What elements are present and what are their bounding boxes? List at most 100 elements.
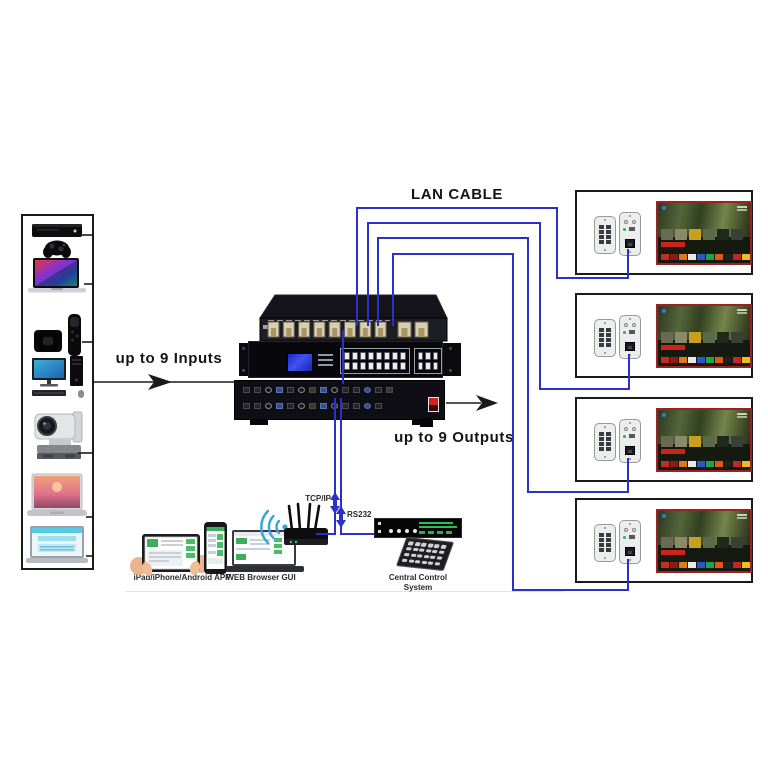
tv-card-tile — [675, 229, 687, 240]
tv-display — [656, 304, 752, 368]
rear-connector — [243, 387, 250, 393]
controller-knob — [397, 529, 401, 533]
tv-profile-icon — [662, 413, 666, 417]
tv-app-tile — [688, 461, 696, 467]
tv-banner — [661, 345, 685, 350]
receiver-back-plate — [594, 423, 616, 461]
switch-ports — [267, 321, 429, 338]
keypad-key — [433, 543, 440, 548]
plate-slot — [599, 432, 604, 436]
tv-app-tile — [715, 461, 723, 467]
function-button — [418, 362, 424, 370]
rear-connector — [364, 403, 371, 409]
function-button — [425, 352, 431, 360]
rear-connector — [243, 403, 250, 409]
plate-slot — [605, 447, 611, 451]
plate-slot — [599, 533, 604, 537]
receiver-back-plate — [594, 524, 616, 562]
control-keypad — [395, 536, 455, 572]
keypad-key — [435, 556, 443, 560]
tv-app-tile — [670, 254, 678, 260]
laptop-presentation-icon — [26, 526, 88, 563]
controller-knob — [413, 529, 417, 533]
tv-banner — [661, 550, 685, 555]
plate-slot — [599, 343, 604, 347]
front-panel-labels — [318, 354, 333, 369]
rj45-port — [625, 547, 635, 556]
input-select-button — [400, 352, 406, 360]
rear-connector — [287, 387, 294, 393]
rj45-port — [625, 239, 635, 248]
tv-card-tile — [731, 229, 743, 240]
plate-slot — [599, 240, 604, 244]
matrix-lcd-display — [287, 353, 313, 372]
keypad-key — [414, 541, 421, 546]
tv-banner — [661, 242, 685, 247]
rear-connector — [331, 403, 338, 409]
input-select-button — [352, 352, 358, 360]
desktop-computer-icon — [32, 356, 84, 398]
keypad-key — [425, 548, 432, 553]
tv-app-tile — [742, 562, 750, 568]
display-zone-2 — [575, 293, 753, 378]
matrix-select-buttons — [340, 348, 410, 374]
tv-card-tile — [689, 332, 701, 343]
web-browser-label: WEB Browser GUI — [226, 573, 296, 582]
tv-card-tile — [675, 436, 687, 447]
rj45-port — [625, 446, 635, 455]
rear-connector — [298, 387, 305, 393]
rear-connector — [309, 387, 316, 393]
tv-app-tile — [733, 461, 741, 467]
rack-foot — [250, 420, 268, 425]
keypad-key — [414, 559, 421, 564]
display-zone-4 — [575, 498, 753, 583]
receiver-led — [623, 331, 626, 334]
tv-screen — [658, 410, 750, 470]
tv-card-tile — [661, 332, 673, 343]
network-switch — [259, 294, 448, 344]
plate-slot — [599, 230, 604, 234]
controller-display-text — [419, 522, 453, 524]
tv-app-tile — [697, 461, 705, 467]
tv-profile-icon — [662, 206, 666, 210]
tv-app-tile — [724, 562, 732, 568]
input-select-button — [376, 352, 382, 360]
tv-card-tile — [703, 332, 715, 343]
tv-card-tile — [675, 537, 687, 548]
output-select-button — [376, 362, 382, 370]
tv-banner — [661, 449, 685, 454]
tv-card-tile — [717, 229, 729, 240]
controller-display-text — [419, 526, 457, 528]
tv-card-tile — [717, 332, 729, 343]
receiver-front-plate — [619, 315, 641, 359]
tv-card-tile — [731, 332, 743, 343]
keypad-key — [407, 541, 414, 546]
keypad-key — [431, 549, 438, 554]
rear-connector — [265, 387, 272, 393]
central-control-label: Central Control System — [388, 573, 448, 592]
plate-slot — [599, 328, 604, 332]
plate-slot — [605, 230, 611, 234]
keypad-key — [427, 561, 434, 565]
function-button — [432, 352, 438, 360]
tv-app-tile — [661, 461, 669, 467]
rear-connector — [320, 387, 327, 393]
tv-app-tile — [670, 357, 678, 363]
tv-card-tile — [703, 229, 715, 240]
rear-connector — [342, 403, 349, 409]
central-controller — [374, 518, 462, 538]
plate-slot — [599, 338, 604, 342]
tv-app-tile — [688, 562, 696, 568]
rear-connector — [276, 387, 283, 393]
receiver-led — [623, 435, 626, 438]
laptop-colorful-icon — [28, 258, 86, 293]
tv-card-tile — [703, 436, 715, 447]
rear-connector — [254, 387, 261, 393]
rear-connector — [298, 403, 305, 409]
outputs-label: up to 9 Outputs — [394, 429, 514, 446]
app-label: iPad/iPhone/Android APP — [133, 573, 231, 582]
receiver-back-plate — [594, 216, 616, 254]
receiver-back-plate — [594, 319, 616, 357]
plate-slot — [605, 328, 611, 332]
receiver-front-plate — [619, 212, 641, 256]
